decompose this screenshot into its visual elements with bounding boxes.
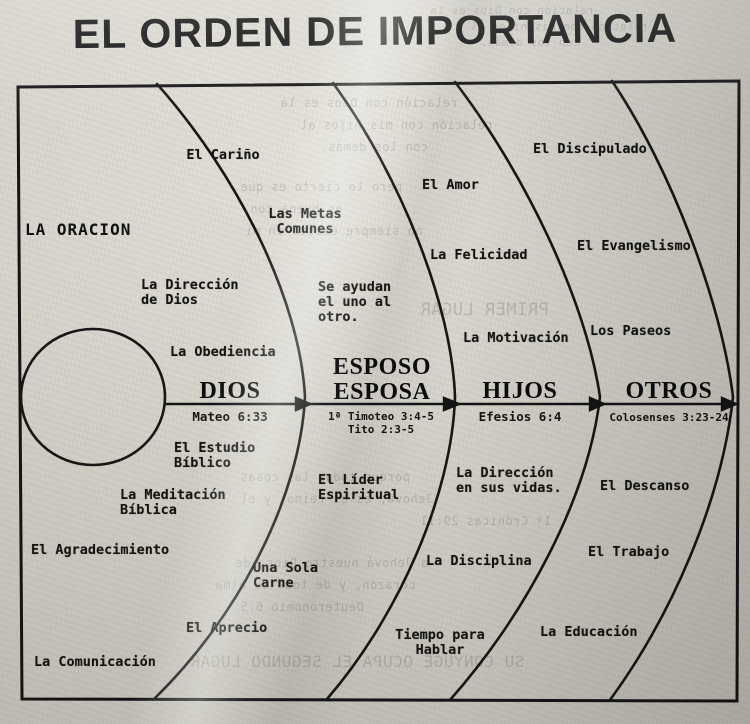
arc-dios: [153, 82, 307, 700]
arc-esposo-esposa: [325, 81, 457, 701]
progression-axis: [165, 396, 740, 412]
arc-prayer-core: [19, 327, 167, 467]
label-la-obediencia: La Obediencia: [170, 344, 276, 360]
label-la-disciplina: La Disciplina: [426, 553, 532, 569]
label-la-direccion-en-sus-vidas: La Dirección en sus vidas.: [456, 465, 562, 496]
label-la-meditacion-biblica: La Meditación Bíblica: [120, 487, 226, 518]
frame-border: [16, 79, 741, 703]
label-el-evangelismo: El Evangelismo: [577, 238, 691, 254]
label-el-descanso: El Descanso: [600, 478, 690, 494]
label-el-amor: El Amor: [422, 177, 479, 193]
arc-otros: [608, 79, 735, 702]
label-la-felicidad: La Felicidad: [430, 247, 528, 263]
label-las-metas-comunes: Las Metas Comunes: [268, 206, 342, 237]
verse-otros: Colosenses 3:23-24: [609, 411, 729, 424]
label-se-ayudan-el-uno-al-otro: Se ayudan el uno al otro.: [318, 279, 392, 325]
label-la-educacion: La Educación: [540, 624, 638, 640]
arc-hijos: [448, 80, 602, 702]
stage-name-hijos: HIJOS: [482, 378, 558, 404]
label-la-oracion: LA ORACION: [25, 220, 132, 239]
label-los-paseos: Los Paseos: [590, 323, 672, 339]
label-el-carino: El Cariño: [186, 147, 260, 163]
axis-arrow-otros: [720, 396, 740, 412]
label-tiempo-para-hablar: Tiempo para Hablar: [395, 627, 485, 658]
label-la-comunicacion: La Comunicación: [34, 654, 156, 670]
verse-dios: Mateo 6:33: [192, 409, 268, 424]
label-el-trabajo: El Trabajo: [588, 544, 670, 560]
label-la-direccion-de-dios: La Dirección de Dios: [141, 277, 239, 308]
verse-hijos: Efesios 6:4: [478, 409, 562, 424]
stage-name-esposo-esposa: ESPOSO ESPOSA: [332, 354, 432, 405]
label-el-discipulado: El Discipulado: [533, 141, 647, 157]
label-el-agradecimiento: El Agradecimiento: [31, 542, 170, 558]
axis-arrow-dios: [294, 396, 314, 412]
stage-name-otros: OTROS: [625, 378, 713, 404]
label-el-estudio-biblico: El Estudio Bíblico: [174, 440, 256, 471]
label-el-aprecio: El Aprecio: [186, 620, 268, 636]
stage-name-dios: DIOS: [199, 378, 261, 404]
label-la-motivacion: La Motivación: [463, 330, 569, 346]
verse-esposo-esposa: 1ª Timoteo 3:4-5 Tito 2:3-5: [328, 410, 434, 436]
label-el-lider-espiritual: El Líder Espiritual: [318, 472, 400, 503]
label-una-sola-carne: Una Sola Carne: [253, 560, 319, 591]
axis-arrow-hijos: [588, 396, 608, 412]
axis-arrow-esposo: [442, 396, 463, 412]
